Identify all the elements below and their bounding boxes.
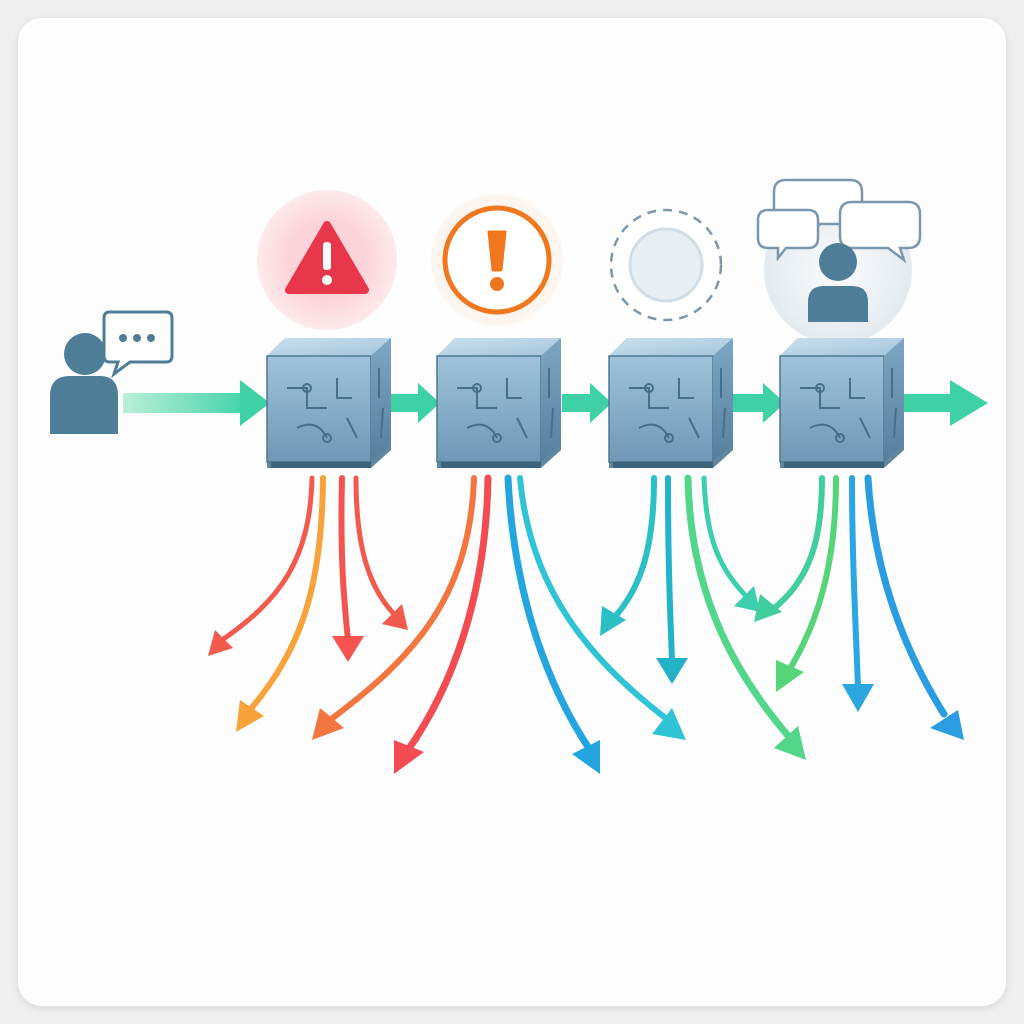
flow-arrowhead-1 [240,380,270,426]
fan-arrow [504,474,594,754]
status-alert [431,194,563,326]
fan-arrow [684,474,794,742]
fan-arrow [849,475,861,691]
flow-arrowhead-2 [418,383,440,423]
speech-bubble-icon [102,310,174,379]
fan-arrow [219,475,315,643]
flow-segment-1 [123,393,253,413]
cube-4 [779,338,904,468]
cube-1 [266,338,391,468]
fan-arrow [247,475,326,713]
fan-arrow [517,475,671,723]
status-user-discussion [756,178,922,344]
fan-arrow [864,474,948,718]
user-icon [50,310,174,434]
warning-triangle-icon [285,221,369,294]
exclamation-circle-icon [442,205,552,315]
processing-cubes [266,338,904,468]
flow-arrowhead-3 [590,383,612,423]
flow-arrowhead-5 [950,380,988,426]
cube-3 [608,338,733,468]
flow-segment-4 [733,394,771,412]
pipeline-diagram [50,178,988,774]
fan-arrow [609,475,657,623]
empty-circle-icon [628,227,704,303]
fan-arrow [404,474,492,754]
status-warning [257,190,397,330]
cube-2 [436,338,561,468]
fanout-arrows [208,474,964,774]
fan-arrow [769,475,825,613]
flow-segment-5 [904,394,956,412]
user-with-speech-bubbles-icon [756,178,922,322]
fan-arrow [701,475,751,601]
flow-segment-2 [390,394,426,412]
fan-arrow [338,475,351,643]
fan-arrow [327,475,477,723]
fan-arrow [785,475,839,675]
flow-arrowhead-4 [763,383,785,423]
fan-arrow [665,475,675,663]
status-empty [609,208,723,322]
diagram-card [18,18,1006,1006]
fan-arrow [353,475,399,619]
flow-segment-3 [562,394,598,412]
main-flow [123,380,988,426]
